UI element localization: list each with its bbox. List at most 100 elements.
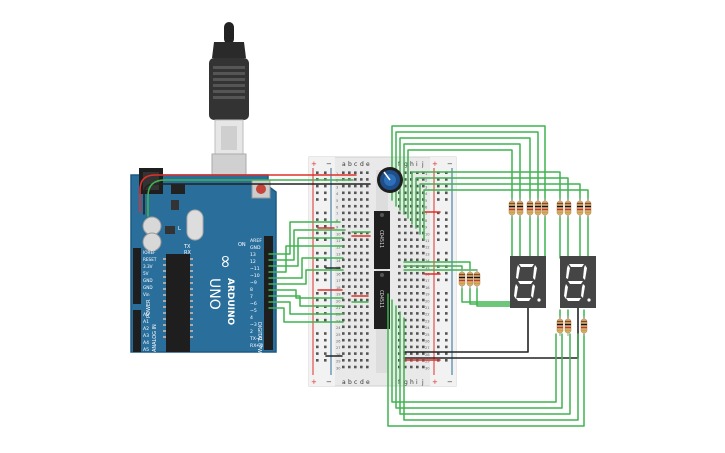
bb-rail-hole[interactable] <box>445 218 448 221</box>
bb-hole[interactable] <box>404 218 407 221</box>
bb-rail-hole[interactable] <box>324 218 327 221</box>
bb-rail-hole[interactable] <box>445 292 448 295</box>
bb-rail-hole[interactable] <box>324 211 327 215</box>
bb-hole[interactable] <box>360 312 363 315</box>
bb-rail-hole[interactable] <box>324 345 327 349</box>
bb-hole[interactable] <box>366 325 369 329</box>
bb-hole[interactable] <box>360 231 363 235</box>
resistor-top-left-0[interactable] <box>508 198 516 218</box>
bb-rail-hole[interactable] <box>437 251 440 255</box>
bb-rail-hole[interactable] <box>316 231 319 235</box>
bb-hole[interactable] <box>366 258 369 262</box>
bb-hole[interactable] <box>410 238 413 241</box>
resistor-top-right-2[interactable] <box>576 198 584 218</box>
bb-hole[interactable] <box>404 305 407 308</box>
bb-hole[interactable] <box>360 238 363 241</box>
bb-hole[interactable] <box>354 178 357 181</box>
bb-hole[interactable] <box>416 211 419 215</box>
bb-hole[interactable] <box>360 325 363 329</box>
bb-hole[interactable] <box>354 332 357 335</box>
bb-hole[interactable] <box>422 325 425 329</box>
bb-rail-hole[interactable] <box>316 258 319 262</box>
bb-hole[interactable] <box>342 271 345 275</box>
bb-rail-hole[interactable] <box>445 211 448 215</box>
bb-rail-hole[interactable] <box>324 191 327 195</box>
bb-hole[interactable] <box>342 365 345 369</box>
bb-rail-hole[interactable] <box>437 278 440 282</box>
bb-hole[interactable] <box>342 345 345 349</box>
bb-hole[interactable] <box>348 352 351 355</box>
bb-hole[interactable] <box>354 204 357 208</box>
bb-rail-hole[interactable] <box>445 298 448 302</box>
bb-rail-hole[interactable] <box>316 211 319 215</box>
bb-rail-hole[interactable] <box>445 332 448 335</box>
bb-rail-hole[interactable] <box>324 298 327 302</box>
bb-hole[interactable] <box>342 225 345 228</box>
bb-rail-hole[interactable] <box>437 238 440 241</box>
bb-hole[interactable] <box>354 365 357 369</box>
bb-hole[interactable] <box>410 338 413 342</box>
bb-hole[interactable] <box>398 271 401 275</box>
bb-hole[interactable] <box>354 171 357 174</box>
bb-hole[interactable] <box>410 318 413 322</box>
bb-rail-hole[interactable] <box>437 318 440 322</box>
bb-hole[interactable] <box>422 245 425 248</box>
bb-rail-hole[interactable] <box>324 318 327 322</box>
bb-hole[interactable] <box>342 171 345 174</box>
bb-hole[interactable] <box>366 271 369 275</box>
bb-hole[interactable] <box>398 265 401 268</box>
bb-hole[interactable] <box>416 204 419 208</box>
bb-hole[interactable] <box>416 292 419 295</box>
bb-hole[interactable] <box>366 218 369 221</box>
bb-hole[interactable] <box>360 338 363 342</box>
bb-rail-hole[interactable] <box>437 225 440 228</box>
bb-hole[interactable] <box>422 345 425 349</box>
bb-hole[interactable] <box>354 245 357 248</box>
usb-cable[interactable] <box>209 22 249 177</box>
bb-hole[interactable] <box>416 278 419 282</box>
bb-hole[interactable] <box>360 285 363 288</box>
bb-rail-hole[interactable] <box>445 238 448 241</box>
bb-hole[interactable] <box>404 332 407 335</box>
bb-hole[interactable] <box>360 218 363 221</box>
bb-hole[interactable] <box>404 238 407 241</box>
bb-hole[interactable] <box>410 271 413 275</box>
bb-hole[interactable] <box>416 258 419 262</box>
bb-rail-hole[interactable] <box>437 332 440 335</box>
reset-button-cap[interactable] <box>256 184 266 194</box>
bb-hole[interactable] <box>366 204 369 208</box>
bb-hole[interactable] <box>360 265 363 268</box>
bb-hole[interactable] <box>404 245 407 248</box>
bb-rail-hole[interactable] <box>324 332 327 335</box>
bb-hole[interactable] <box>422 365 425 369</box>
bb-rail-hole[interactable] <box>445 184 448 188</box>
bb-hole[interactable] <box>360 184 363 188</box>
bb-rail-hole[interactable] <box>445 198 448 201</box>
bb-hole[interactable] <box>404 365 407 369</box>
bb-hole[interactable] <box>348 271 351 275</box>
bb-hole[interactable] <box>398 298 401 302</box>
bb-hole[interactable] <box>416 338 419 342</box>
bb-hole[interactable] <box>342 325 345 329</box>
resistor-middle-1[interactable] <box>466 269 474 289</box>
bb-rail-hole[interactable] <box>445 178 448 181</box>
bb-hole[interactable] <box>342 318 345 322</box>
bb-hole[interactable] <box>398 292 401 295</box>
bb-hole[interactable] <box>404 318 407 322</box>
bb-hole[interactable] <box>354 278 357 282</box>
bb-hole[interactable] <box>416 218 419 221</box>
bb-hole[interactable] <box>348 332 351 335</box>
bb-hole[interactable] <box>360 211 363 215</box>
bb-rail-hole[interactable] <box>437 305 440 308</box>
bb-hole[interactable] <box>360 225 363 228</box>
bb-hole[interactable] <box>404 258 407 262</box>
bb-hole[interactable] <box>360 178 363 181</box>
bb-hole[interactable] <box>348 359 351 362</box>
bb-rail-hole[interactable] <box>324 251 327 255</box>
bb-hole[interactable] <box>354 211 357 215</box>
bb-hole[interactable] <box>366 238 369 241</box>
resistor-bottom-1[interactable] <box>564 316 572 336</box>
bb-rail-hole[interactable] <box>445 352 448 355</box>
bb-rail-hole[interactable] <box>445 231 448 235</box>
bb-hole[interactable] <box>342 258 345 262</box>
